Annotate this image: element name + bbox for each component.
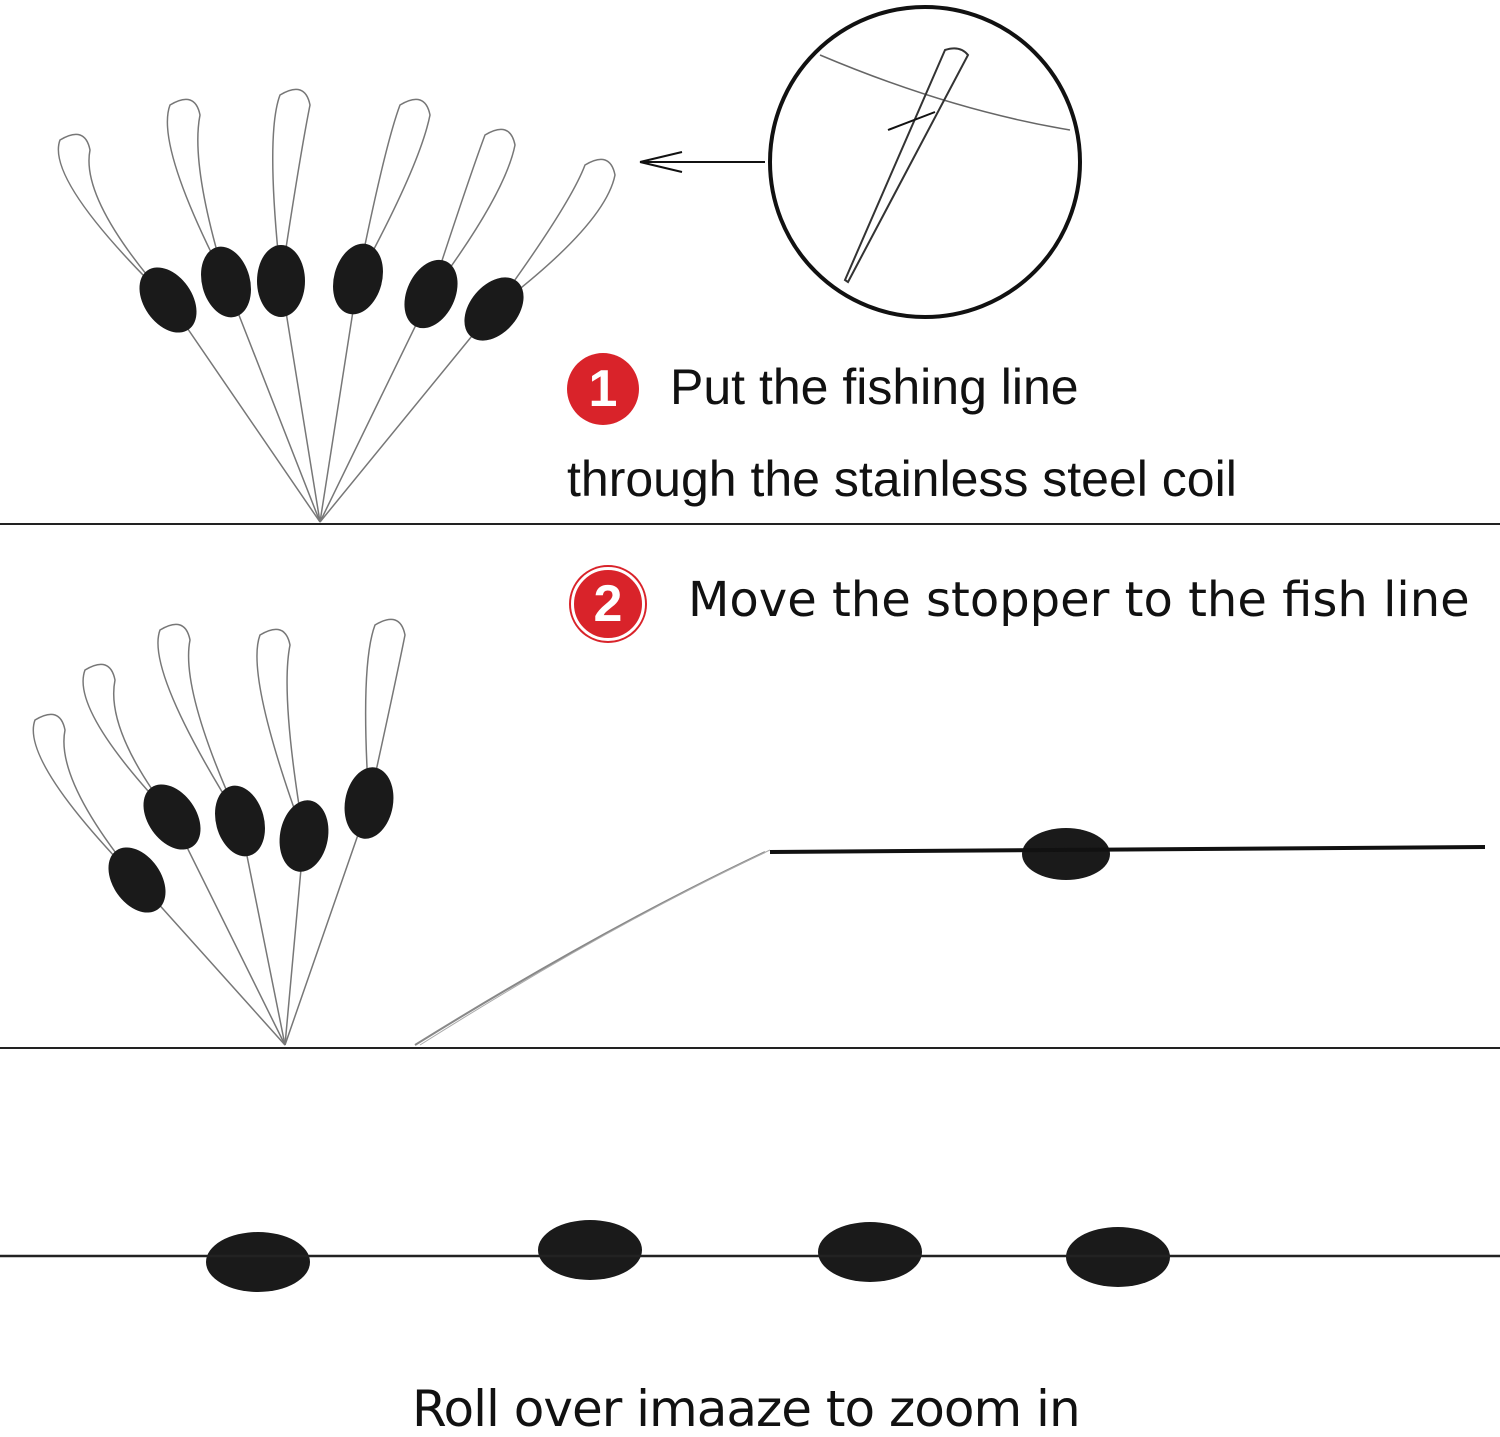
stopper-wire [256,628,305,1046]
stopper-wire [284,618,406,1046]
stopper-wire [319,98,431,523]
stopper-wire [319,158,616,523]
stopper-bead [143,784,201,850]
left-arrow-icon [639,151,765,173]
stopper-bead [404,259,458,329]
stopper-bead [206,1232,310,1292]
stopper-bead [139,267,197,333]
stopper-bead [344,767,394,839]
step-1-badge: 1 [567,353,639,425]
stopper-bead [108,847,166,913]
stopper-bead [538,1220,642,1280]
stopper-bead [257,245,305,317]
stopper-wire [82,663,286,1046]
stopper-bead [1022,828,1110,880]
stopper-wire [166,98,321,523]
step-2-text: Move the stopper to the fish line [688,572,1470,628]
stopper-bead [279,800,329,872]
stopper-bead [333,243,383,315]
stopper-wire [32,713,286,1046]
stopper-wire [157,623,286,1046]
stopper-bead [201,246,251,318]
stopper-wire [319,128,516,523]
step-1-text-continued: through the stainless steel coil [567,451,1237,507]
arrow-icon [887,111,936,131]
stopper-bead [215,785,265,857]
dividers [0,523,1500,1049]
magnifier-circle [768,5,1082,319]
stopper-bead [818,1222,922,1282]
stopper-wire [57,133,321,523]
fishing-line-step2 [414,845,1486,1046]
stopper-wire [272,88,321,523]
zoom-hint-text: Roll over imaaze to zoom in [412,1380,1081,1437]
step-1-text: Put the fishing line [670,359,1079,415]
step-2-badge: 2 [571,567,645,641]
stopper-bead [464,277,524,341]
